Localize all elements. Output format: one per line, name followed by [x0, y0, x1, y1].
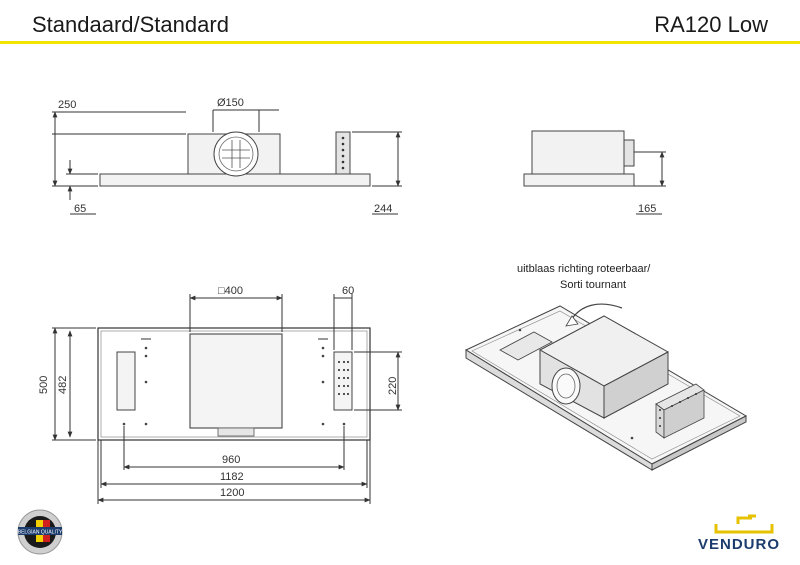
iso-note-line2: Sorti tournant [560, 279, 626, 291]
dim-244: 244 [374, 203, 392, 215]
filter-slot-left [116, 351, 136, 411]
isometric-view: uitblaas richting roteerbaar/ Sorti tour… [464, 263, 748, 471]
dim-60: 60 [342, 285, 354, 297]
iso-note-line1: uitblaas richting roteerbaar/ [517, 263, 651, 275]
dim-1200: 1200 [220, 487, 244, 499]
dim-cutout: □400 [218, 285, 243, 297]
dim-960: 960 [222, 454, 240, 466]
dim-220: 220 [387, 377, 399, 395]
brand-name: VENDURO [698, 536, 781, 553]
dim-65: 65 [74, 203, 86, 215]
duct-outlet [213, 131, 259, 177]
model-title: RA120 Low [654, 12, 768, 37]
header-divider [0, 41, 800, 44]
dim-duct-diameter: Ø150 [217, 97, 244, 109]
dim-1182: 1182 [220, 471, 244, 483]
badge-text: BELGIAN QUALITY [18, 530, 63, 536]
motor-housing-side [531, 130, 625, 175]
filter-slot-right [333, 351, 353, 411]
top-view: □400 60 500 482 220 960 1182 1200 [38, 285, 402, 504]
side-view: 165 [523, 130, 666, 215]
motor-cutout [189, 333, 283, 429]
iso-filter-slot [499, 331, 553, 361]
dim-500: 500 [38, 376, 50, 394]
dim-250: 250 [58, 99, 76, 111]
side-panel [523, 173, 635, 187]
dim-482: 482 [57, 376, 69, 394]
iso-duct-outlet [551, 367, 581, 405]
filter-front [335, 131, 351, 175]
page-title-left: Standaard/Standard [32, 12, 229, 37]
venduro-logo-mark [714, 514, 774, 534]
belgian-quality-badge: BELGIAN QUALITY [17, 509, 63, 555]
front-view: 250 Ø150 65 244 [52, 97, 402, 215]
dim-165: 165 [638, 203, 656, 215]
